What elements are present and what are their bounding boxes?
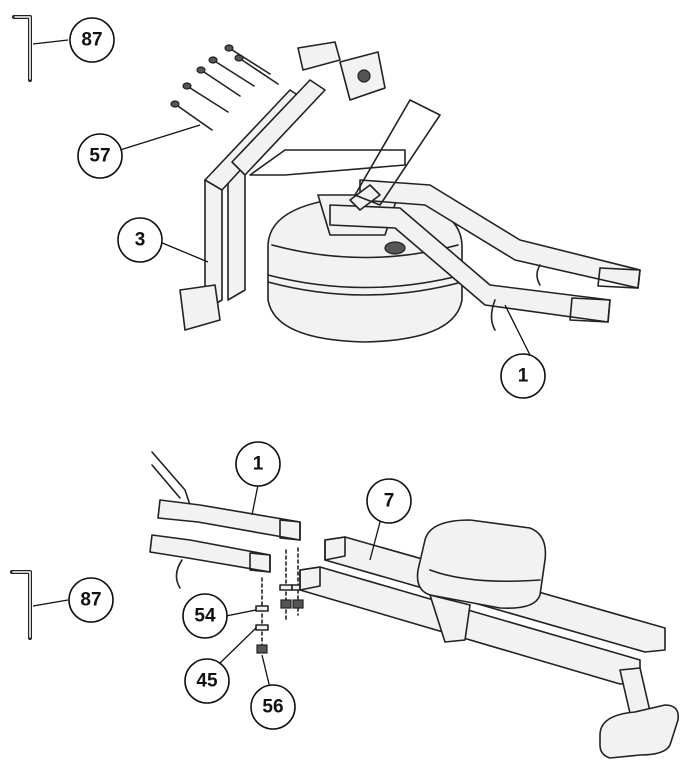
leader-1-top	[504, 304, 531, 356]
callout-87-bottom-label: 87	[80, 590, 101, 611]
leader-1-bottom	[251, 484, 259, 516]
callout-7-label: 7	[384, 491, 395, 512]
callout-87-top: 87	[69, 17, 115, 63]
leader-3	[159, 241, 209, 263]
leader-45	[217, 627, 257, 666]
top-assembly: 87 57	[12, 15, 641, 399]
leader-87-top	[32, 39, 69, 45]
allen-wrench-bottom	[10, 570, 32, 640]
base-rail-top	[329, 99, 641, 331]
callout-87-top-label: 87	[81, 30, 102, 51]
callout-87-bottom: 87	[68, 577, 114, 623]
base-rail-bottom	[149, 451, 301, 589]
leader-7	[369, 521, 381, 561]
bottom-assembly: 1 54 45 56	[10, 441, 680, 759]
callout-45: 45	[184, 658, 230, 704]
callout-7: 7	[366, 478, 412, 524]
leader-87-bottom	[32, 599, 69, 607]
leader-54	[225, 609, 257, 617]
seat-rail	[299, 519, 680, 759]
callout-54: 54	[182, 593, 228, 639]
callout-1-bottom-label: 1	[253, 454, 264, 475]
callout-56-label: 56	[262, 697, 283, 718]
rear-frame	[179, 41, 406, 331]
callout-1-top-label: 1	[518, 366, 529, 387]
bolts-57	[170, 44, 279, 131]
fasteners	[255, 547, 305, 654]
callout-56: 56	[250, 684, 296, 730]
callout-1-bottom: 1	[235, 441, 281, 487]
callout-3: 3	[117, 217, 163, 263]
allen-wrench-top	[12, 15, 32, 82]
callout-57-label: 57	[89, 146, 110, 167]
callout-54-label: 54	[194, 606, 216, 627]
callout-45-label: 45	[196, 671, 218, 692]
callout-57: 57	[77, 133, 123, 179]
callout-3-label: 3	[135, 230, 146, 251]
callout-1-top: 1	[500, 353, 546, 399]
leader-56	[261, 654, 271, 689]
leader-57	[119, 124, 201, 151]
